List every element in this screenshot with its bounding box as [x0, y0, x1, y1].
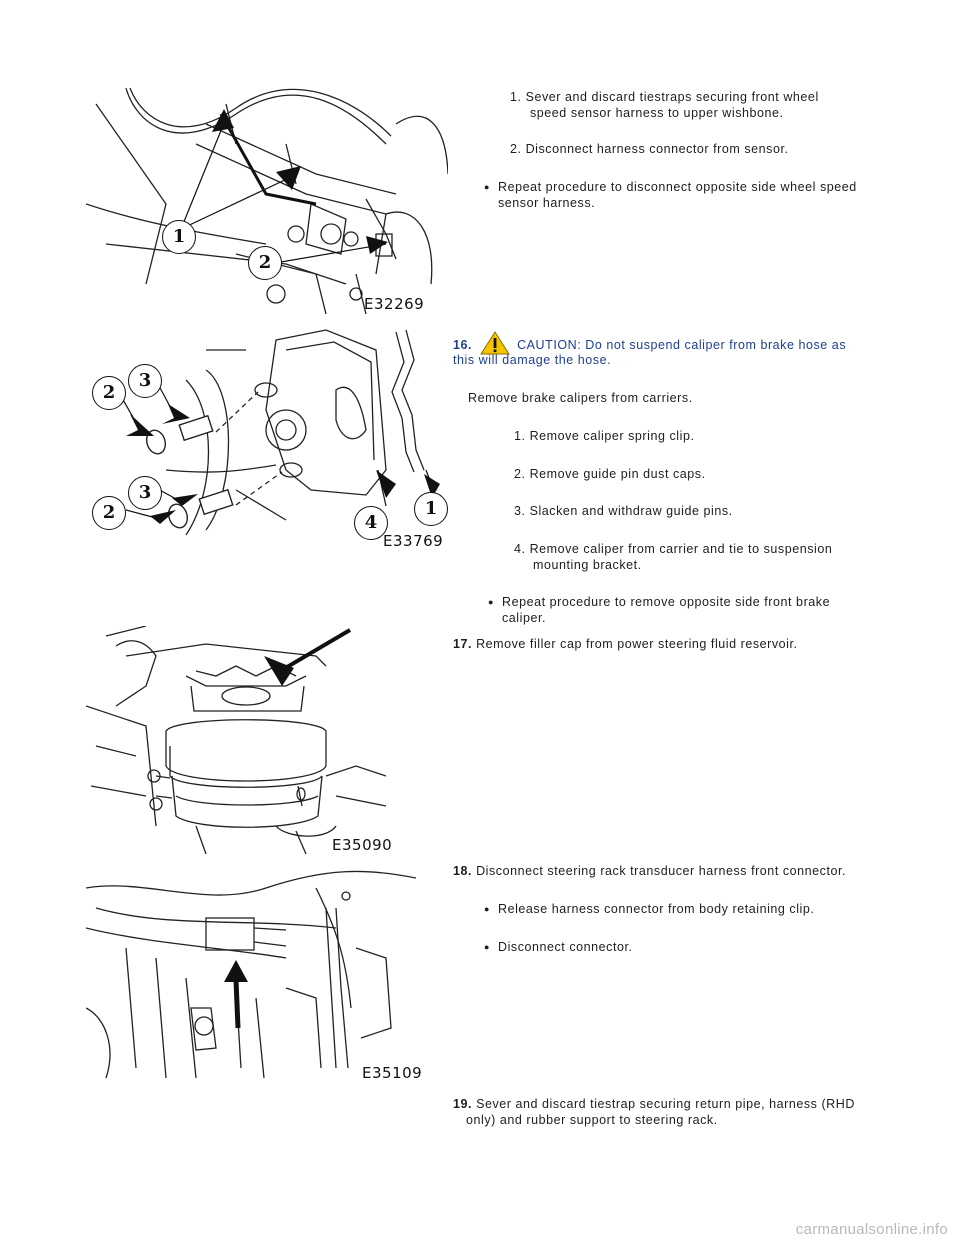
step-17: 17. Remove filler cap from power steerin…: [453, 636, 798, 652]
item-number: 3.: [514, 504, 526, 518]
step-number: 17.: [453, 637, 473, 651]
item-number: 4.: [514, 542, 526, 556]
step-18: 18. Disconnect steering rack transducer …: [453, 863, 846, 879]
figure-wheel-speed-sensor: 1 2 E32269: [86, 84, 448, 314]
item-text: Remove caliper spring clip.: [529, 429, 695, 443]
fluid-reservoir-illustration: [86, 626, 386, 854]
warning-icon: [480, 331, 510, 355]
step-19-continued: only) and rubber support to steering rac…: [466, 1113, 718, 1127]
step-text: Remove filler cap from power steering fl…: [476, 637, 798, 651]
callout-2: 2: [92, 496, 126, 530]
callout-1: 1: [162, 220, 196, 254]
step-16-caution: 16. CAUTION: Do not suspend caliper from…: [453, 331, 846, 355]
figure-brake-caliper: 3 2 3 2 4 1 E33769: [86, 320, 448, 550]
step-16-item-4: 4. Remove caliper from carrier and tie t…: [514, 541, 832, 557]
item-text: Remove caliper from carrier and tie to s…: [529, 542, 833, 556]
item-text: Remove guide pin dust caps.: [529, 467, 706, 481]
item-text: Sever and discard tiestraps securing fro…: [525, 90, 819, 104]
step-number: 16.: [453, 338, 473, 352]
brake-caliper-illustration: [121, 329, 440, 536]
step-16-item-1: 1. Remove caliper spring clip.: [514, 428, 694, 444]
step-16-intro: Remove brake calipers from carriers.: [468, 391, 693, 405]
bullet-repeat-caliper-continued: caliper.: [502, 611, 547, 625]
step-16-item-4-continued: mounting bracket.: [533, 558, 642, 572]
item-number: 1.: [510, 90, 522, 104]
step-item-1-continued: speed sensor harness to upper wishbone.: [530, 106, 784, 120]
bullet-disconnect-connector: Disconnect connector.: [484, 939, 633, 955]
wheel-speed-sensor-illustration: [86, 87, 448, 314]
step-16-item-2: 2. Remove guide pin dust caps.: [514, 466, 706, 482]
step-number: 19.: [453, 1097, 473, 1111]
figure-label: E32269: [364, 295, 425, 313]
bullet-repeat-wheel-speed: Repeat procedure to disconnect opposite …: [484, 179, 857, 195]
bullet-repeat-wheel-speed-continued: sensor harness.: [498, 196, 596, 210]
callout-4: 4: [354, 506, 388, 540]
bullet-release-connector: Release harness connector from body reta…: [484, 901, 814, 917]
figure-label: E35090: [332, 836, 393, 854]
bullet-repeat-caliper: Repeat procedure to remove opposite side…: [488, 594, 830, 610]
step-text: Disconnect steering rack transducer harn…: [476, 864, 847, 878]
item-number: 2.: [510, 142, 522, 156]
step-16-caution-continued: this will damage the hose.: [453, 353, 612, 367]
figure-label: E35109: [362, 1064, 423, 1082]
item-text: Disconnect harness connector from sensor…: [525, 142, 789, 156]
item-number: 2.: [514, 467, 526, 481]
step-16-item-3: 3. Slacken and withdraw guide pins.: [514, 503, 733, 519]
figure-label: E33769: [383, 532, 444, 550]
watermark: carmanualsonline.info: [795, 1221, 948, 1238]
caution-text: CAUTION: Do not suspend caliper from bra…: [517, 338, 847, 352]
callout-3: 3: [128, 364, 162, 398]
callout-2: 2: [248, 246, 282, 280]
figure-steering-rack-connector: E35109: [86, 868, 422, 1086]
callout-1: 1: [414, 492, 448, 526]
step-19: 19. Sever and discard tiestrap securing …: [453, 1096, 855, 1112]
step-item-1: 1. Sever and discard tiestraps securing …: [510, 89, 819, 105]
figure-fluid-reservoir: E35090: [86, 626, 392, 854]
step-text: Sever and discard tiestrap securing retu…: [476, 1097, 855, 1111]
callout-3: 3: [128, 476, 162, 510]
item-number: 1.: [514, 429, 526, 443]
step-item-2: 2. Disconnect harness connector from sen…: [510, 141, 789, 157]
step-number: 18.: [453, 864, 473, 878]
item-text: Slacken and withdraw guide pins.: [529, 504, 733, 518]
steering-rack-connector-illustration: [86, 870, 416, 1079]
callout-2: 2: [92, 376, 126, 410]
